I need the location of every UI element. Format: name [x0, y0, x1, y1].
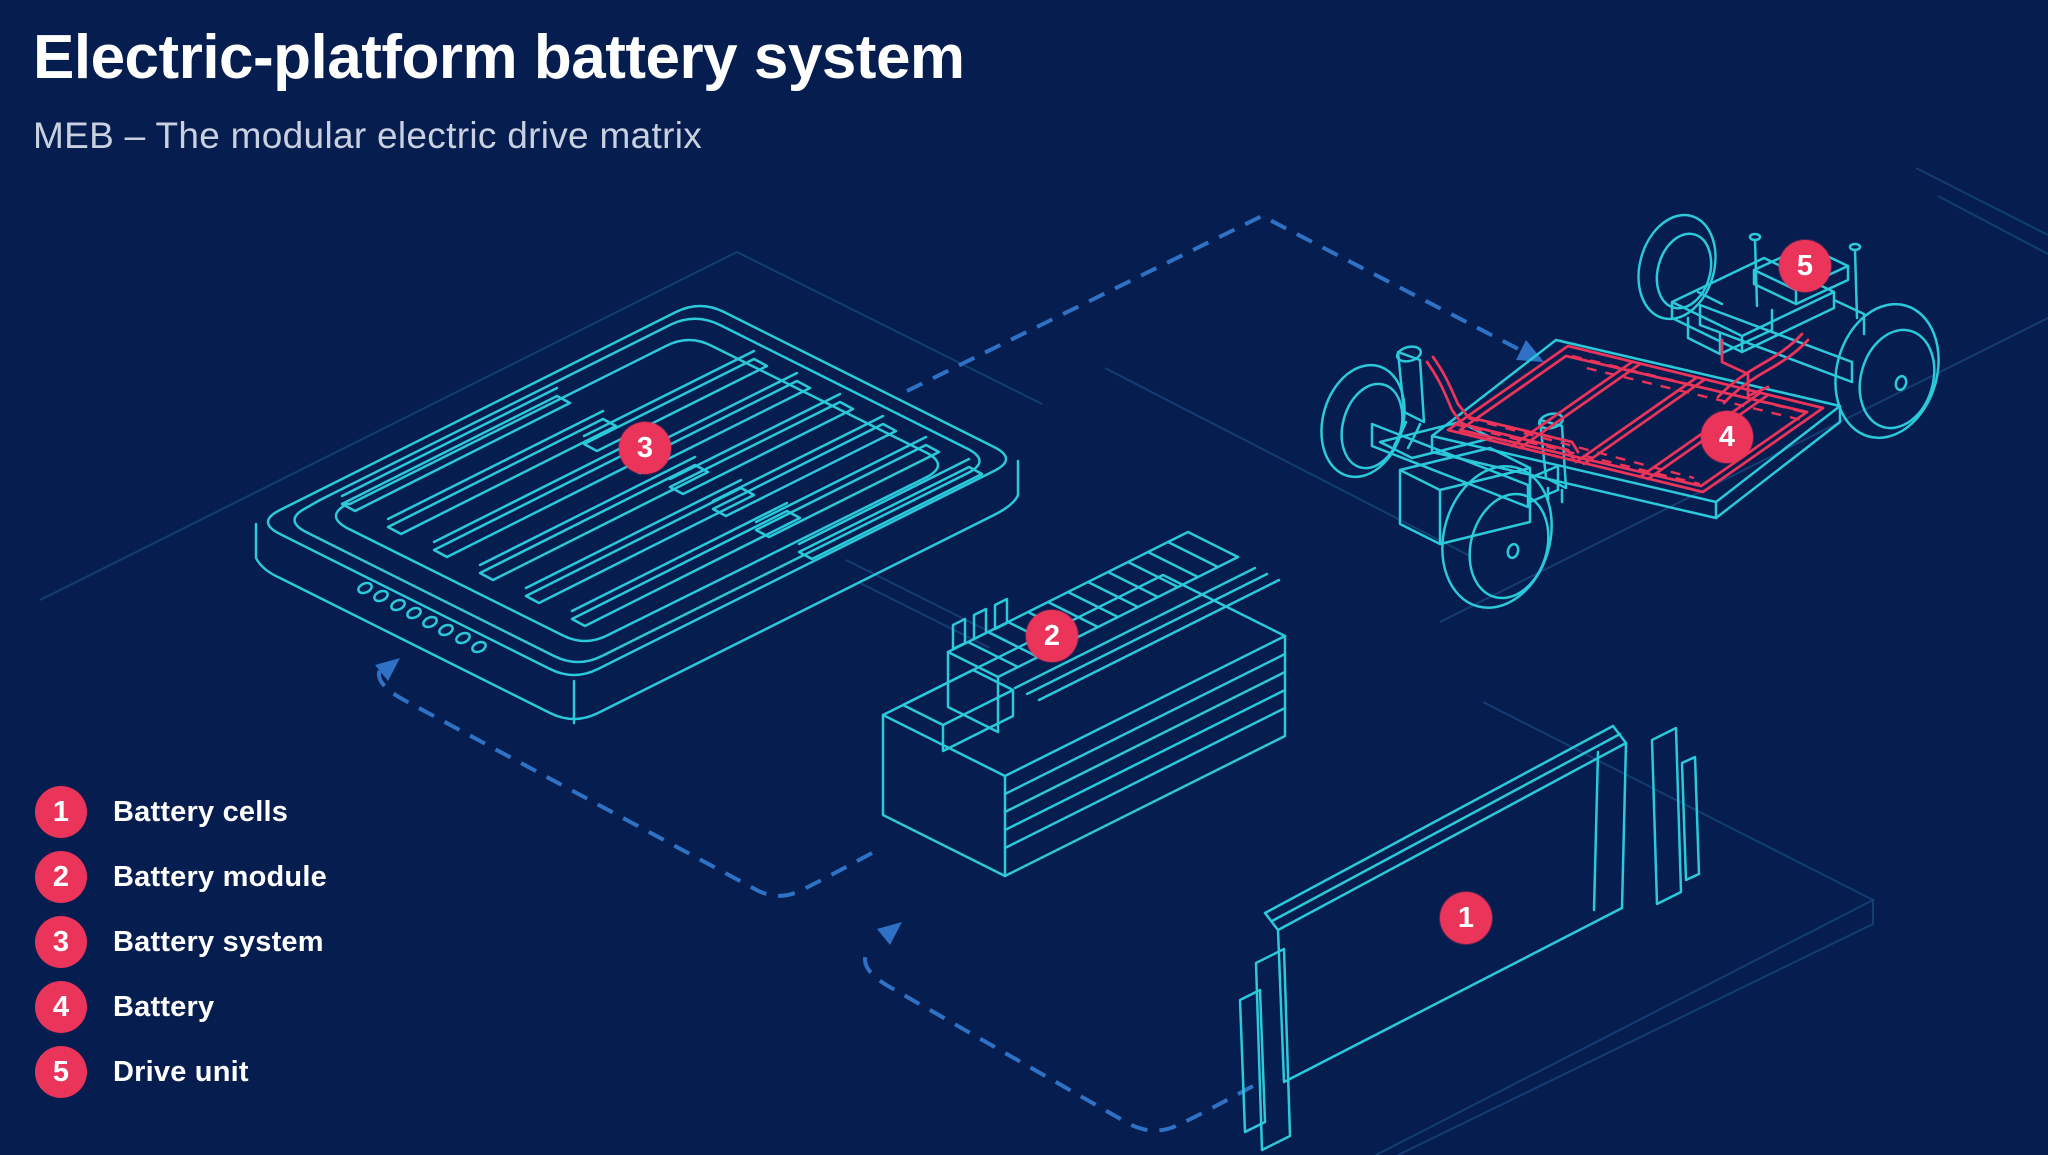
- legend-label: Battery module: [113, 860, 327, 893]
- marker-number: 4: [1718, 420, 1736, 453]
- legend-badge: 1: [35, 786, 87, 838]
- battery-system-illustration: [254, 304, 1020, 725]
- diagram-marker-4: 4: [1701, 411, 1753, 463]
- arrowhead-icon: [375, 658, 400, 681]
- marker-number: 5: [1796, 249, 1814, 282]
- dashed-arrow-cell-to-module: [863, 949, 1254, 1133]
- arrowhead-icon: [877, 922, 902, 945]
- marker-number: 1: [1457, 901, 1475, 934]
- diagram-marker-2: 2: [1026, 610, 1078, 662]
- floor-lines: [39, 167, 2048, 1155]
- legend-label: Battery system: [113, 925, 324, 958]
- header: Electric-platform battery system MEB – T…: [33, 22, 965, 157]
- legend-label: Drive unit: [113, 1055, 249, 1088]
- battery-module-illustration: [881, 530, 1287, 878]
- diagram-marker-5: 5: [1779, 240, 1831, 292]
- legend-badge: 2: [35, 851, 87, 903]
- marker-number: 2: [1043, 619, 1061, 652]
- battery-cell-illustration: [1238, 724, 1701, 1152]
- diagram-marker-3: 3: [619, 422, 671, 474]
- legend-label: Battery: [113, 990, 215, 1023]
- legend-badge: 3: [35, 916, 87, 968]
- legend-item-battery: 4 Battery: [35, 981, 327, 1033]
- arrowhead-icon: [1516, 340, 1544, 362]
- chassis-illustration: [1320, 213, 1940, 609]
- dashed-arrow-module-to-system: [376, 666, 873, 898]
- legend-item-drive-unit: 5 Drive unit: [35, 1046, 327, 1098]
- battery-deck: [1425, 332, 1825, 494]
- legend-badge: 5: [35, 1046, 87, 1098]
- legend: 1 Battery cells 2 Battery module 3 Batte…: [35, 786, 327, 1111]
- legend-badge: 4: [35, 981, 87, 1033]
- page-title: Electric-platform battery system: [33, 23, 965, 92]
- legend-item-battery-module: 2 Battery module: [35, 851, 327, 903]
- dashed-arrow-system-to-chassis: [906, 213, 1529, 393]
- page-subtitle: MEB – The modular electric drive matrix: [33, 115, 703, 156]
- connector-ports: [357, 581, 487, 654]
- flow-arrows: [375, 213, 1544, 1133]
- legend-label: Battery cells: [113, 795, 289, 828]
- diagram-marker-1: 1: [1440, 892, 1492, 944]
- marker-number: 3: [636, 431, 654, 464]
- legend-item-battery-cells: 1 Battery cells: [35, 786, 327, 838]
- legend-item-battery-system: 3 Battery system: [35, 916, 327, 968]
